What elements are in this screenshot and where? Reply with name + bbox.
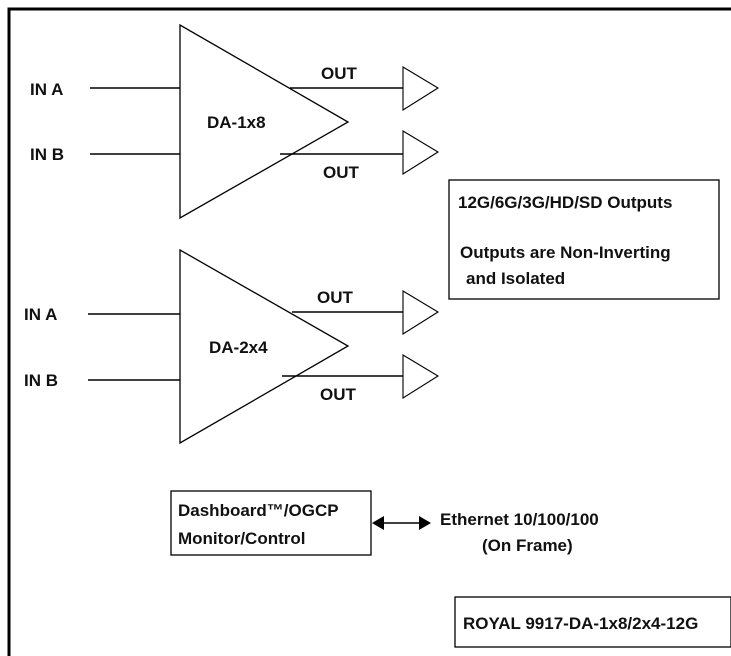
amp2-output-2-label: OUT — [320, 385, 357, 404]
control-box-line-2: Monitor/Control — [178, 529, 305, 548]
model-label-text: ROYAL 9917-DA-1x8/2x4-12G — [463, 614, 698, 633]
diagram-frame — [7, 7, 731, 656]
control-box-line-1: Dashboard™/OGCP — [178, 501, 339, 520]
outputs-info-line-2: Outputs are Non-Inverting — [460, 243, 671, 262]
outputs-info-line-1: 12G/6G/3G/HD/SD Outputs — [458, 193, 672, 212]
control-box: Dashboard™/OGCP Monitor/Control — [170, 490, 372, 556]
amp2-output-1-triangle — [402, 290, 440, 335]
amp1-input-b-label: IN B — [30, 145, 64, 164]
amp2-output-2-triangle — [402, 354, 440, 399]
amp2-input-b-label: IN B — [24, 371, 58, 390]
amplifier-2-group: IN A IN B DA-2x4 OUT OUT — [24, 248, 440, 445]
ethernet-label-line-1: Ethernet 10/100/100 — [440, 510, 599, 529]
amp1-name-label: DA-1x8 — [207, 113, 266, 132]
model-label-box-border — [454, 596, 731, 648]
amp2-input-a-label: IN A — [24, 305, 57, 324]
control-box-border — [170, 490, 372, 556]
ethernet-double-arrow — [372, 516, 431, 530]
outputs-info-box: 12G/6G/3G/HD/SD Outputs Outputs are Non-… — [448, 179, 720, 300]
outputs-info-box-border — [448, 179, 720, 300]
amp2-name-label: DA-2x4 — [209, 338, 268, 357]
amp1-input-a-label: IN A — [30, 80, 63, 99]
amp1-output-1-label: OUT — [321, 64, 358, 83]
amplifier-1-group: IN A IN B DA-1x8 OUT OUT — [30, 23, 440, 220]
amp1-output-2-label: OUT — [323, 163, 360, 182]
outputs-info-line-3: and Isolated — [466, 269, 565, 288]
model-label-box: ROYAL 9917-DA-1x8/2x4-12G — [454, 596, 731, 648]
ethernet-arrow-right-head — [419, 516, 431, 530]
amp2-triangle — [179, 248, 350, 445]
amp1-output-2-triangle — [402, 130, 440, 175]
amp1-triangle — [179, 23, 350, 220]
ethernet-arrow-left-head — [372, 516, 384, 530]
amp2-output-1-label: OUT — [317, 288, 354, 307]
ethernet-label-line-2: (On Frame) — [482, 536, 573, 555]
amp1-output-1-triangle — [402, 66, 440, 111]
